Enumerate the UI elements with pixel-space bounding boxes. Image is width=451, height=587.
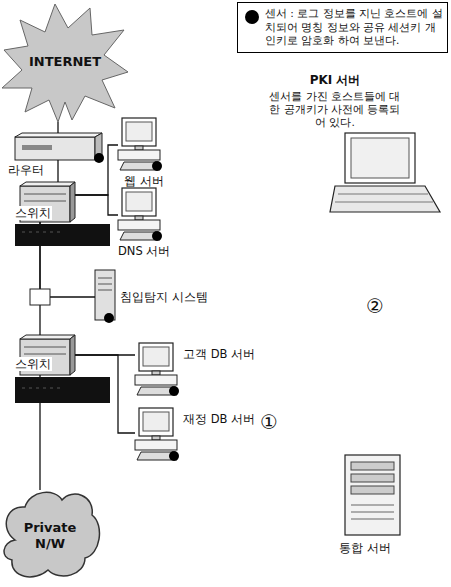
router-panel	[22, 145, 52, 150]
vent-line	[351, 512, 394, 513]
sensor-dot	[152, 161, 162, 171]
legend-text: 센서 : 로그 정보를 지닌 호스트에 설치되어 명칭 정보와 공유 세션키 개…	[265, 7, 443, 46]
tower-bay	[98, 284, 112, 285]
server-node: 재정 DB 서버	[135, 408, 177, 460]
router-top	[15, 133, 102, 137]
switch-side	[70, 335, 75, 375]
callout-number: ①	[260, 412, 278, 432]
drive-bay	[351, 474, 394, 482]
network-link	[75, 145, 118, 195]
tower-bay	[98, 278, 112, 279]
server-tower	[345, 455, 400, 535]
cable-texture	[22, 232, 60, 233]
callout-number: ②	[366, 296, 384, 316]
sensor-dot	[245, 10, 259, 24]
network-cloud	[4, 492, 99, 576]
sensor-dot	[169, 386, 179, 396]
node-label: 고객 DB 서버	[183, 347, 255, 361]
server-node: 고객 DB 서버	[135, 343, 177, 395]
node-label: PKI 서버	[267, 73, 403, 88]
legend-box: 센서 : 로그 정보를 지닌 호스트에 설치되어 명칭 정보와 공유 세션키 개…	[237, 2, 448, 53]
router-node: 라우터	[15, 133, 102, 160]
switch-node: 스위치	[20, 335, 75, 375]
sensor-dot	[94, 153, 104, 163]
server-node: 웹 서버	[118, 118, 160, 170]
dns-server-icon	[118, 188, 160, 240]
network-link	[57, 122, 58, 133]
node-label: 재정 DB 서버	[183, 412, 255, 426]
switch-slot	[24, 354, 66, 355]
node-label: INTERNET	[29, 54, 101, 70]
web-server-icon	[118, 118, 160, 170]
network-tap	[30, 289, 50, 305]
legend-dot	[244, 9, 260, 25]
customer-db-icon	[135, 343, 177, 395]
network-link	[57, 160, 58, 182]
pki-server-node: PKI 서버센서를 가진 호스트들에 대한 공개키가 사전에 등록되어 있다.	[330, 133, 440, 215]
node-label: DNS 서버	[118, 244, 170, 258]
network-link	[75, 195, 118, 215]
key-row	[338, 194, 428, 195]
key-row	[335, 202, 433, 203]
drive-bay	[351, 462, 394, 470]
cable-texture	[22, 388, 60, 389]
cable-block	[15, 224, 110, 246]
ids-tower	[95, 270, 115, 320]
server-node: 통합 서버	[345, 455, 400, 535]
node-label: 스위치	[14, 357, 52, 371]
switch-top	[20, 335, 75, 339]
sensor-dot	[152, 231, 162, 241]
node-label: 통합 서버	[339, 541, 391, 555]
node-label: 라우터	[8, 163, 44, 177]
tower-bay	[98, 290, 112, 291]
switch-slot	[24, 347, 66, 348]
internet-starburst	[2, 4, 128, 122]
laptop-keyboard	[330, 186, 440, 212]
vent-line	[351, 519, 394, 520]
server-node: DNS 서버	[118, 188, 160, 240]
cloud-node: Private N/W	[0, 490, 100, 582]
node-label: Private N/W	[19, 520, 81, 553]
sensor-dot	[104, 313, 114, 323]
cable-block	[15, 377, 110, 403]
node-note: 센서를 가진 호스트들에 대한 공개키가 사전에 등록되어 있다.	[267, 90, 403, 129]
cloud-node: INTERNET	[2, 2, 128, 122]
drive-bay	[351, 486, 394, 494]
laptop-screen	[351, 138, 409, 178]
finance-db-icon	[135, 408, 177, 460]
legend-row: 센서 : 로그 정보를 지닌 호스트에 설치되어 명칭 정보와 공유 세션키 개…	[265, 7, 443, 48]
ids-node: 침입탐지 시스템	[95, 270, 115, 320]
switch-side	[70, 182, 75, 222]
switch-slot	[24, 201, 66, 202]
node-label: 침입탐지 시스템	[120, 290, 208, 304]
laptop-screen-frame	[345, 133, 415, 183]
switch-slot	[24, 194, 66, 195]
vent-line	[351, 505, 394, 506]
node-label: 스위치	[14, 206, 52, 220]
switch-top	[20, 182, 75, 186]
switch-node: 스위치	[20, 182, 75, 222]
sensor-dot	[169, 451, 179, 461]
node-label: 웹 서버	[124, 174, 164, 188]
router-front	[15, 137, 95, 160]
